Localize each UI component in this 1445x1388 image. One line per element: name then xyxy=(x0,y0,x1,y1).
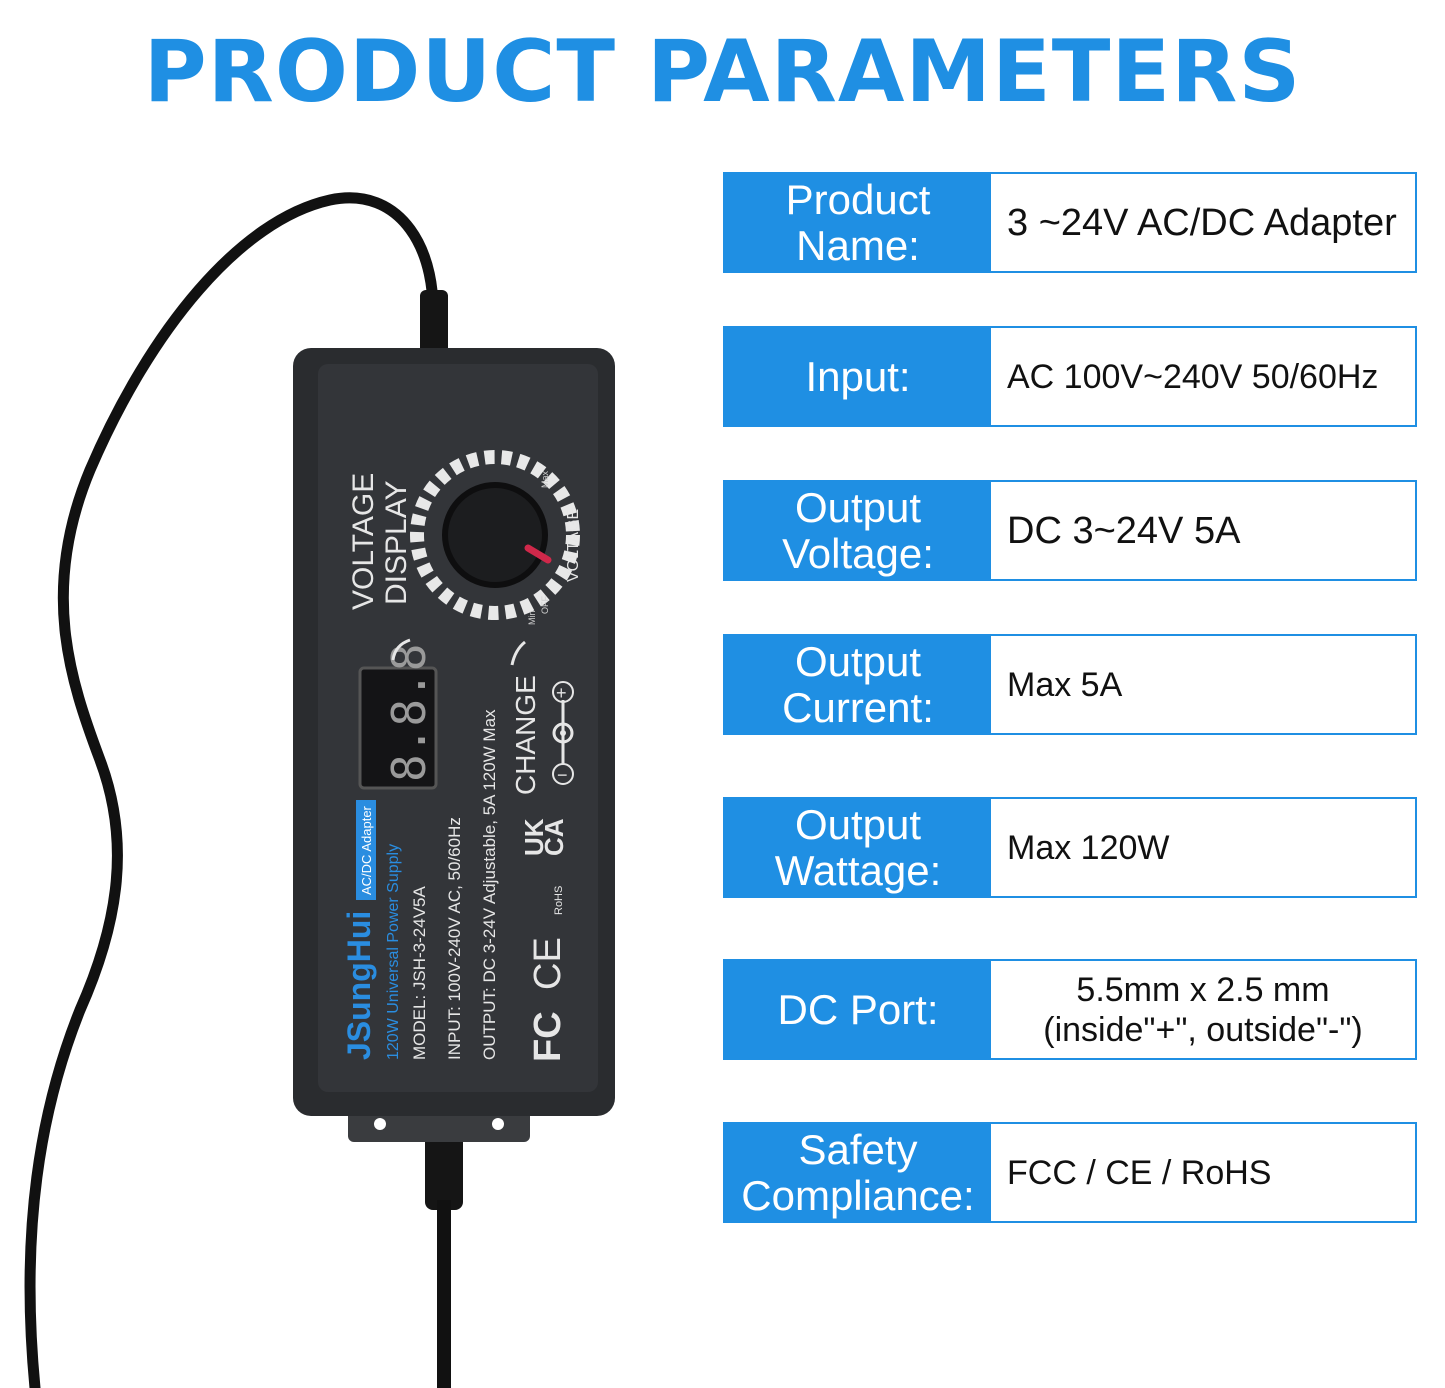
voltage-display-label-2: DISPLAY xyxy=(380,481,413,606)
page-title: PRODUCT PARAMETERS xyxy=(143,22,1302,122)
output-spec-text: OUTPUT: DC 3-24V Adjustable, 5A 120W Max xyxy=(480,709,499,1060)
knob-voltage-label: VOLTAGE xyxy=(565,509,582,582)
param-row-input: Input: AC 100V~240V 50/60Hz xyxy=(723,326,1417,427)
input-spec-text: INPUT: 100V-240V AC, 50/60Hz xyxy=(445,817,464,1060)
ukca-mark-1: UK xyxy=(519,818,549,856)
param-value: DC 3~24V 5A xyxy=(1007,509,1241,552)
param-row-product-name: Product Name: 3 ~24V AC/DC Adapter xyxy=(723,172,1417,273)
brand-tag: AC/DC Adapter xyxy=(359,805,374,895)
param-row-dc-port: DC Port: 5.5mm x 2.5 mm (inside"+", outs… xyxy=(723,959,1417,1060)
param-label: Safety Compliance: xyxy=(725,1124,991,1221)
knob-off-label: OFF xyxy=(540,596,550,614)
strain-relief-top xyxy=(420,290,448,360)
strain-relief-bottom xyxy=(425,1120,463,1210)
param-value: Max 120W xyxy=(1007,828,1170,867)
polarity-symbol xyxy=(552,681,574,785)
param-label: Product Name: xyxy=(725,174,991,271)
ce-mark: CE xyxy=(527,937,569,990)
voltage-display-label-1: VOLTAGE xyxy=(347,473,380,610)
fc-mark: FC xyxy=(527,1011,569,1062)
param-value: FCC / CE / RoHS xyxy=(1007,1153,1272,1192)
param-label: DC Port: xyxy=(725,961,991,1058)
polarity-plus: + xyxy=(556,683,567,703)
voltage-knob xyxy=(410,450,580,620)
param-label: Input: xyxy=(725,328,991,425)
led-readout: 8.8.8 xyxy=(382,644,436,782)
param-label: Output Wattage: xyxy=(725,799,991,896)
param-value: AC 100V~240V 50/60Hz xyxy=(1007,357,1379,396)
led-display xyxy=(358,666,438,790)
param-label: Output Current: xyxy=(725,636,991,733)
model-text: MODEL: JSH-3-24V5A xyxy=(410,886,429,1060)
arrow-to-knob-icon xyxy=(510,640,526,666)
brand-name: JSungHui xyxy=(341,911,377,1060)
brand-tag-box xyxy=(356,800,376,900)
knob-max-label: Max xyxy=(540,470,550,488)
rohs-mark: RoHS xyxy=(553,886,565,915)
param-value: Max 5A xyxy=(1007,665,1123,704)
change-label: CHANGE xyxy=(510,675,541,795)
power-adapter-image: VOLTAGE DISPLAY 8.8.8 JSungHui AC/DC Ada… xyxy=(24,192,615,1388)
param-value: 5.5mm x 2.5 mm (inside"+", outside"-") xyxy=(1043,970,1363,1049)
polarity-minus: − xyxy=(557,765,568,785)
device-subtitle: 120W Universal Power Supply xyxy=(385,844,402,1060)
param-row-output-voltage: Output Voltage: DC 3~24V 5A xyxy=(723,480,1417,581)
ukca-mark-2: CA xyxy=(539,818,569,856)
arrow-to-display-icon xyxy=(391,638,411,661)
param-row-output-current: Output Current: Max 5A xyxy=(723,634,1417,735)
param-value: 3 ~24V AC/DC Adapter xyxy=(1007,201,1397,244)
param-row-output-wattage: Output Wattage: Max 120W xyxy=(723,797,1417,898)
param-label: Output Voltage: xyxy=(725,482,991,579)
power-cable-top xyxy=(24,192,439,1388)
knob-min-label: Min xyxy=(527,610,537,625)
param-row-safety-compliance: Safety Compliance: FCC / CE / RoHS xyxy=(723,1122,1417,1223)
